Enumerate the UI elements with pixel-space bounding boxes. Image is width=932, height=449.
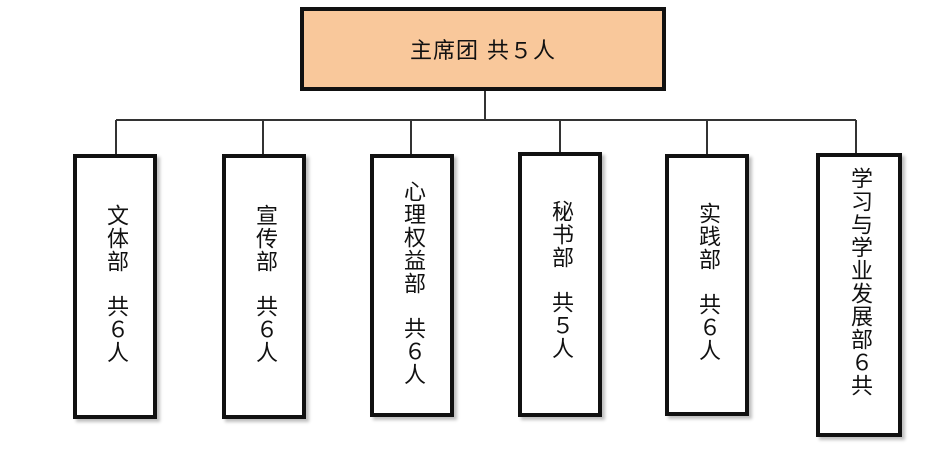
dept-count: 共６人 bbox=[695, 293, 720, 362]
dept-name: 实践部 bbox=[695, 202, 720, 271]
dept-count: ６共 bbox=[847, 351, 872, 397]
dept-box-wenti: 文体部共６人 bbox=[73, 154, 157, 419]
dept-name: 文体部 bbox=[103, 204, 128, 273]
dept-name: 秘书部 bbox=[548, 200, 573, 269]
dept-box-shijian: 实践部共６人 bbox=[665, 154, 749, 416]
dept-count: 共６人 bbox=[103, 295, 128, 364]
dept-count: 共５人 bbox=[548, 291, 573, 360]
dept-count: 共６人 bbox=[400, 317, 425, 386]
dept-box-xuexi: 学习与学业发展部６共 bbox=[816, 153, 902, 437]
dept-count: 共６人 bbox=[252, 295, 277, 364]
presidium-label: 主席团 共５人 bbox=[410, 39, 556, 64]
dept-box-xinli: 心理权益部共６人 bbox=[370, 154, 454, 417]
dept-name: 宣传部 bbox=[252, 204, 277, 273]
presidium-box: 主席团 共５人 bbox=[300, 7, 666, 91]
dept-box-mishu: 秘书部共５人 bbox=[518, 152, 602, 417]
dept-name: 心理权益部 bbox=[400, 180, 425, 295]
dept-name: 学习与学业发展部 bbox=[847, 167, 872, 351]
dept-box-xuanchuan: 宣传部共６人 bbox=[222, 154, 306, 419]
